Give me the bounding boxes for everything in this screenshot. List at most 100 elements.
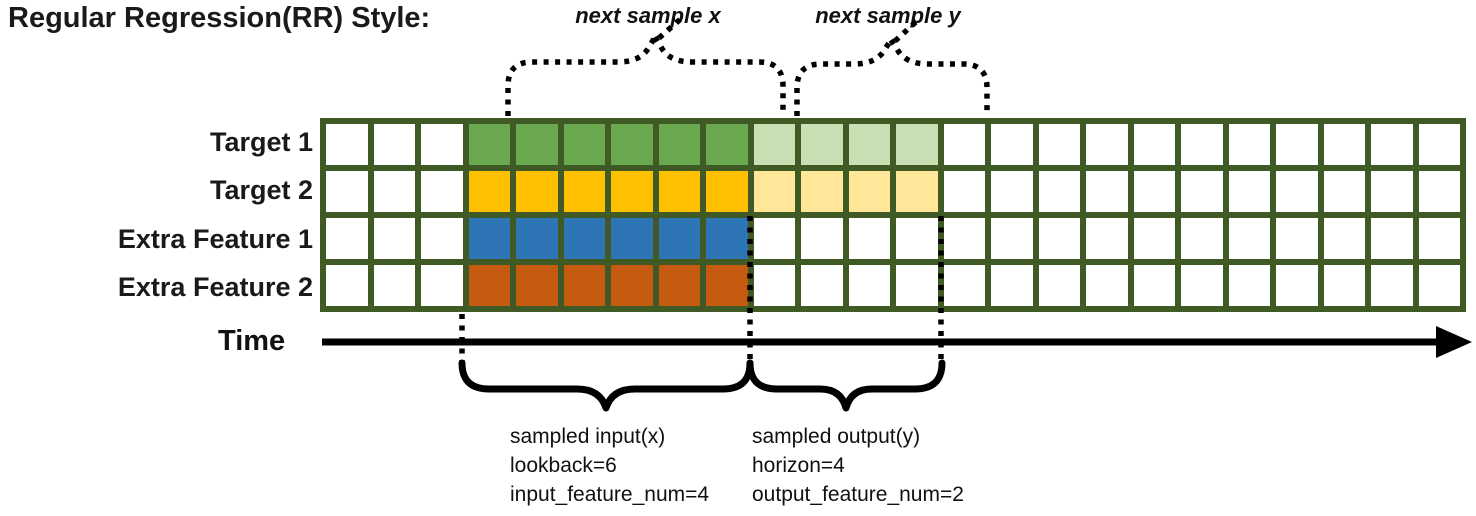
grid-cell bbox=[1276, 265, 1318, 306]
grid-cell bbox=[848, 171, 890, 212]
grid-cell bbox=[611, 218, 653, 259]
sampled-input-line-1: sampled input(x) bbox=[510, 425, 666, 448]
grid-cell bbox=[421, 218, 463, 259]
grid-cell bbox=[801, 218, 843, 259]
sampled-input-caption: sampled input(x) lookback=6 input_featur… bbox=[510, 422, 709, 509]
grid-cell bbox=[1371, 124, 1413, 165]
grid-cell bbox=[326, 218, 368, 259]
sampled-input-line-3: input_feature_num=4 bbox=[510, 483, 710, 506]
grid-cell bbox=[1371, 171, 1413, 212]
grid-cell bbox=[658, 171, 700, 212]
grid-cell bbox=[1133, 171, 1175, 212]
sampled-output-line-1: sampled output(y) bbox=[752, 425, 921, 448]
grid-cell bbox=[1418, 171, 1460, 212]
grid-cell bbox=[563, 218, 605, 259]
grid-cell bbox=[1038, 218, 1080, 259]
row-labels: Target 1 Target 2 Extra Feature 1 Extra … bbox=[0, 118, 313, 312]
sampled-output-line-2: horizon=4 bbox=[752, 454, 845, 477]
row-label-target-2: Target 2 bbox=[209, 175, 313, 206]
grid-cell bbox=[1038, 171, 1080, 212]
grid-cell bbox=[1181, 218, 1223, 259]
grid-cell bbox=[1133, 218, 1175, 259]
grid-cell bbox=[421, 171, 463, 212]
grid-cell bbox=[943, 171, 985, 212]
grid-cell bbox=[611, 171, 653, 212]
grid-cell bbox=[848, 124, 890, 165]
sampled-output-line-3: output_feature_num=2 bbox=[752, 483, 964, 506]
grid-cell bbox=[373, 124, 415, 165]
grid-cell bbox=[801, 124, 843, 165]
grid-cell bbox=[326, 171, 368, 212]
grid-cell bbox=[563, 265, 605, 306]
next-sample-y-label: next sample y bbox=[815, 3, 961, 28]
grid-cell bbox=[1181, 171, 1223, 212]
grid-cell bbox=[1276, 171, 1318, 212]
grid-cell bbox=[373, 171, 415, 212]
grid-cell bbox=[1228, 171, 1270, 212]
grid-cell bbox=[516, 171, 558, 212]
grid-cell bbox=[991, 218, 1033, 259]
grid-cell bbox=[611, 265, 653, 306]
grid-cell bbox=[896, 171, 938, 212]
grid-cell bbox=[1133, 265, 1175, 306]
grid-cell bbox=[516, 124, 558, 165]
grid-cell bbox=[896, 124, 938, 165]
grid-cell bbox=[1228, 124, 1270, 165]
grid-cell bbox=[326, 265, 368, 306]
grid-cell bbox=[706, 124, 748, 165]
grid-cell bbox=[611, 124, 653, 165]
grid-cell bbox=[326, 124, 368, 165]
grid-cell bbox=[1371, 218, 1413, 259]
grid-cell bbox=[1371, 265, 1413, 306]
diagram-title: Regular Regression(RR) Style: bbox=[8, 2, 431, 34]
grid-cell bbox=[1323, 218, 1365, 259]
time-series-grid bbox=[320, 118, 1466, 312]
grid-cell bbox=[1086, 218, 1128, 259]
grid-cell bbox=[896, 265, 938, 306]
grid-cell bbox=[801, 265, 843, 306]
grid-cell bbox=[753, 124, 795, 165]
grid-cell bbox=[563, 124, 605, 165]
next-sample-x-brace bbox=[505, 13, 786, 116]
grid-cell bbox=[373, 265, 415, 306]
time-axis-label: Time bbox=[218, 325, 286, 357]
grid-cell bbox=[706, 171, 748, 212]
grid-cell bbox=[1418, 124, 1460, 165]
grid-cell bbox=[801, 171, 843, 212]
grid-cell bbox=[1323, 265, 1365, 306]
grid-cell bbox=[658, 218, 700, 259]
grid-cell bbox=[468, 218, 510, 259]
grid-cell bbox=[1323, 171, 1365, 212]
grid-cell bbox=[658, 265, 700, 306]
grid-cell bbox=[848, 265, 890, 306]
grid-cell bbox=[658, 124, 700, 165]
grid-cell bbox=[753, 265, 795, 306]
grid-cell bbox=[421, 265, 463, 306]
time-axis-arrow bbox=[322, 326, 1472, 358]
input-window-brace bbox=[458, 359, 754, 412]
grid-cell bbox=[1276, 218, 1318, 259]
grid-cell bbox=[1228, 265, 1270, 306]
grid-cell bbox=[991, 265, 1033, 306]
grid-cell bbox=[468, 171, 510, 212]
grid-cell bbox=[1038, 265, 1080, 306]
grid-cell bbox=[563, 171, 605, 212]
grid-cell bbox=[421, 124, 463, 165]
grid-cell bbox=[468, 124, 510, 165]
row-label-target-1: Target 1 bbox=[209, 126, 313, 157]
grid-cell bbox=[1228, 218, 1270, 259]
row-label-extra-feature-1: Extra Feature 1 bbox=[117, 223, 313, 254]
grid-cell bbox=[848, 218, 890, 259]
output-window-brace bbox=[746, 359, 946, 412]
grid-cell bbox=[1086, 124, 1128, 165]
grid-cell bbox=[373, 218, 415, 259]
grid-cell bbox=[1181, 265, 1223, 306]
grid-cell bbox=[1086, 171, 1128, 212]
grid-cell bbox=[943, 124, 985, 165]
grid-cell bbox=[943, 265, 985, 306]
grid-cell bbox=[1418, 218, 1460, 259]
next-sample-y-brace bbox=[794, 17, 990, 116]
sampled-output-caption: sampled output(y) horizon=4 output_featu… bbox=[752, 422, 964, 509]
grid-cell bbox=[468, 265, 510, 306]
grid-cell bbox=[1418, 265, 1460, 306]
